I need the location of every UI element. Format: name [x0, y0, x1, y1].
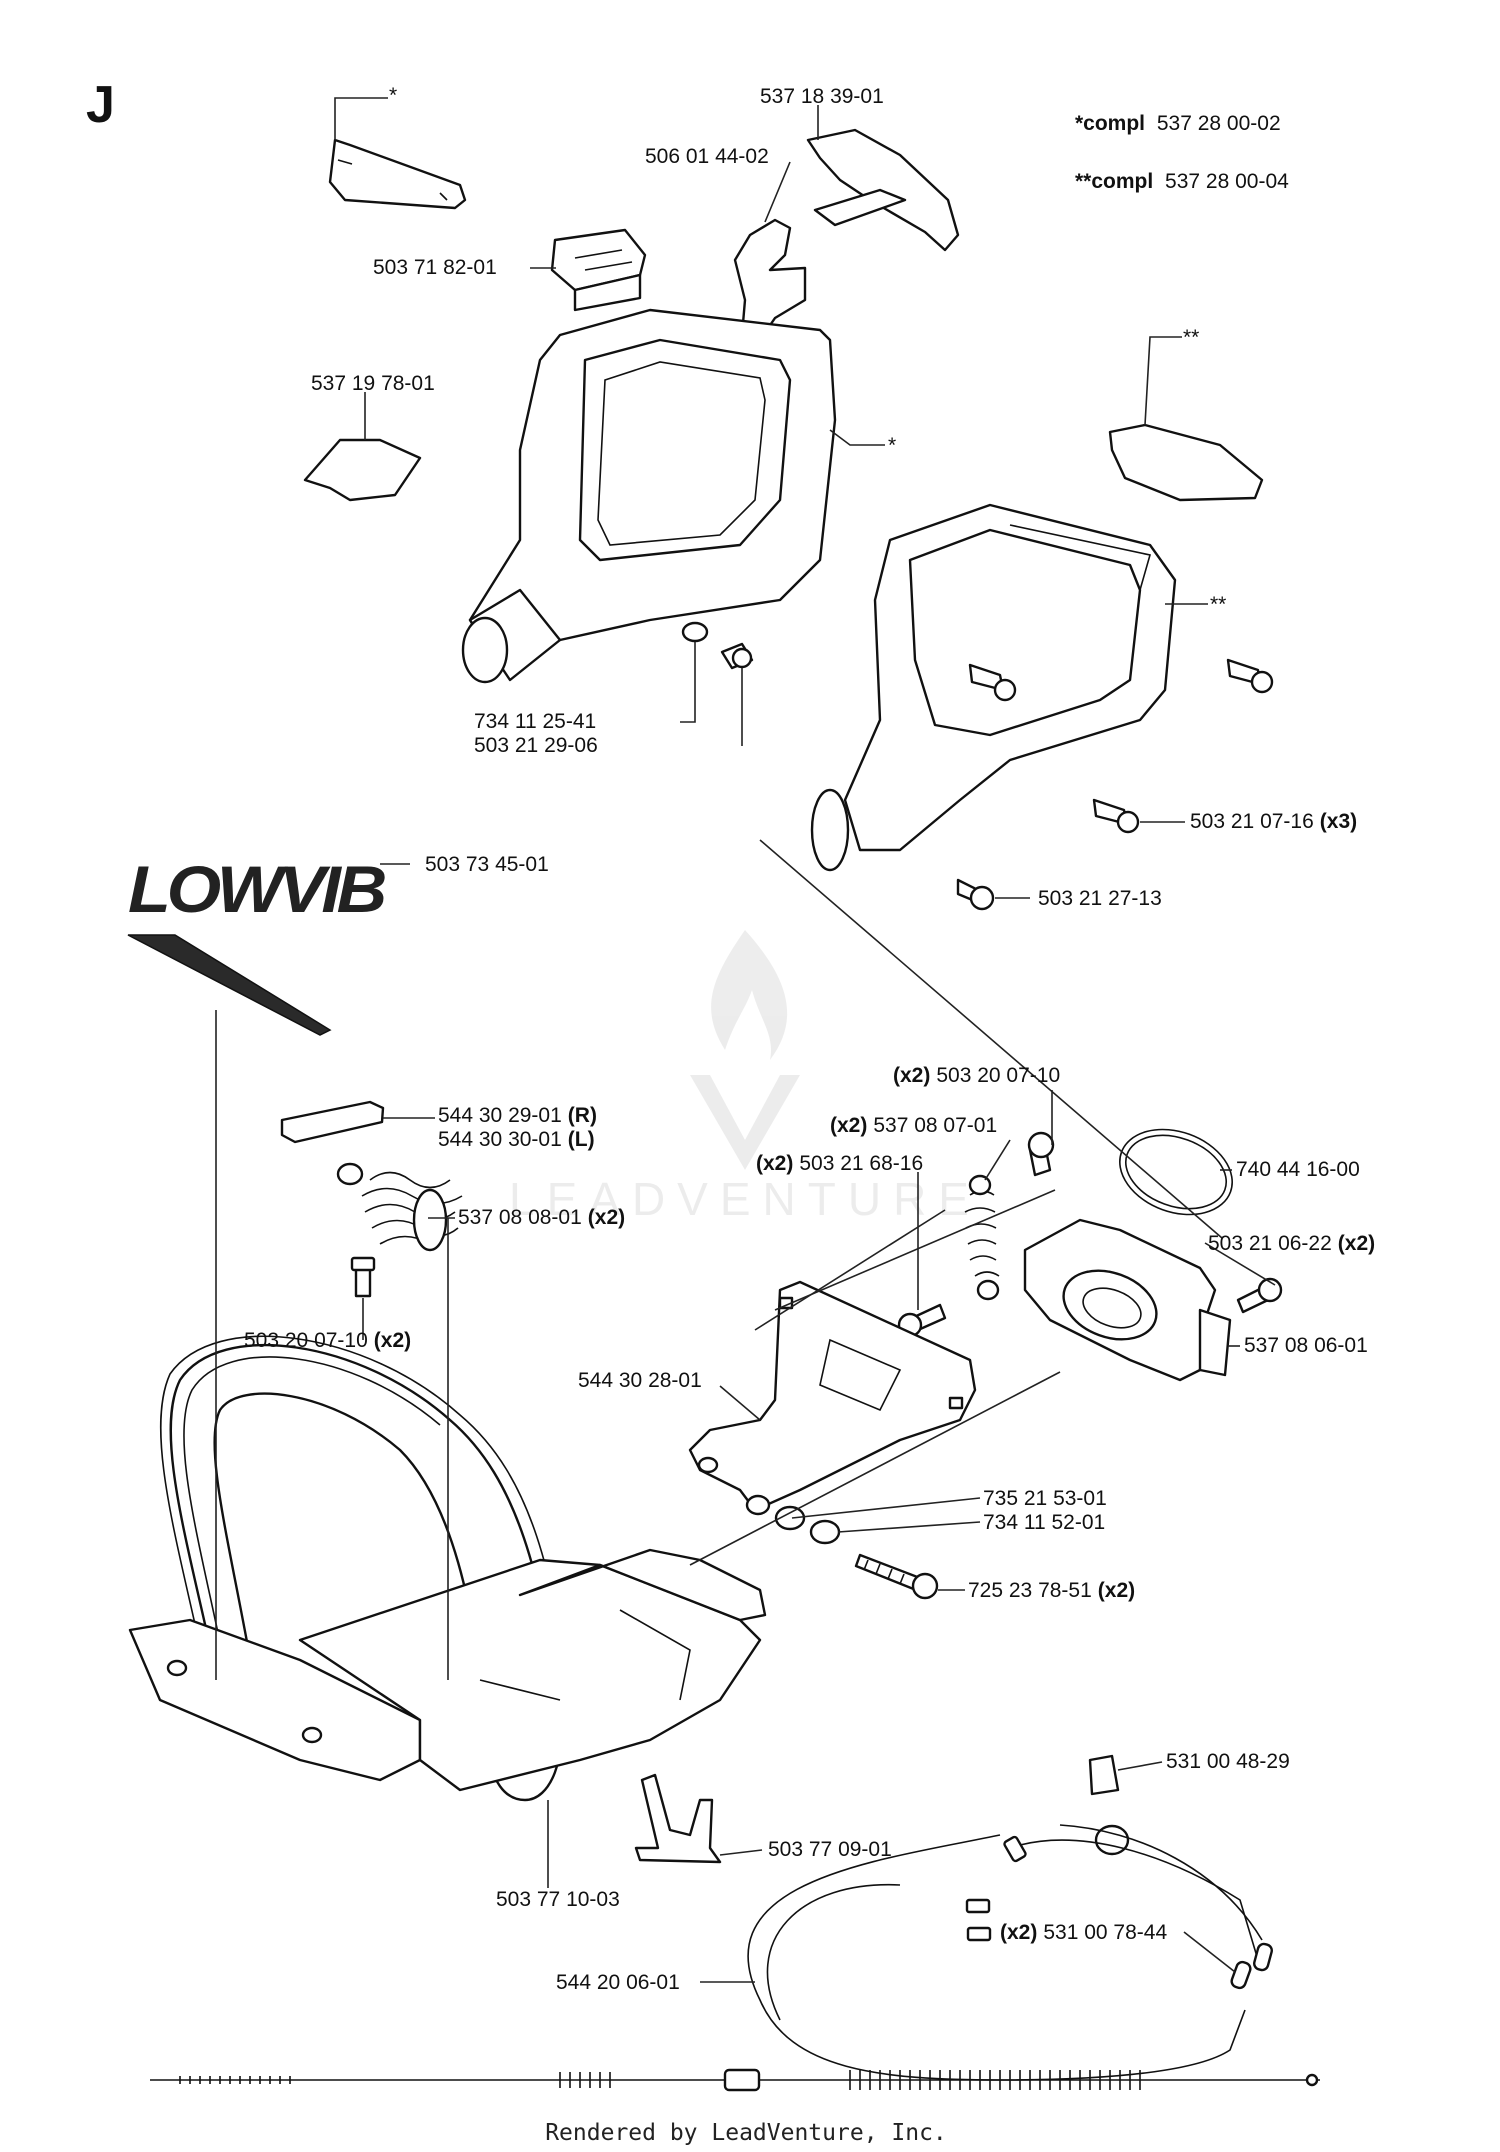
callout-734112541: 734 11 25-41	[474, 710, 596, 733]
washer-734115201-part	[809, 1519, 841, 1545]
handle-base-frame-part	[128, 1548, 767, 1792]
callout-dstar-2: **	[1210, 593, 1226, 616]
callout-537080601: 537 08 06-01	[1244, 1334, 1368, 1357]
throttle-lever-part	[733, 218, 807, 342]
callout-503216816: (x2)503 21 68-16	[756, 1152, 923, 1175]
front-handle-housing-part	[810, 503, 1177, 872]
watermark-v-icon	[690, 1075, 800, 1170]
spring-537080701-part	[964, 1174, 1000, 1301]
grip-insert-part	[303, 438, 422, 502]
kit-note-1-mark: *compl	[1075, 112, 1145, 135]
callout-531004829: 531 00 48-29	[1166, 1750, 1290, 1773]
callout-537080701: (x2)537 08 07-01	[830, 1114, 997, 1137]
part-labels: * 537 18 39-01 506 01 44-02 503 71 82-01…	[244, 84, 1375, 1994]
screw-503212713-part	[956, 878, 995, 911]
screw-503200710-upper-part	[1027, 1131, 1055, 1177]
callout-star-1: *	[389, 84, 397, 107]
screw-503210716-a-part	[968, 663, 1017, 702]
callout-503212713: 503 21 27-13	[1038, 887, 1162, 910]
lowvib-decal-text: LOWVIB	[128, 852, 385, 926]
cable-holder-part	[1088, 1754, 1120, 1796]
spring-537080801-part	[336, 1162, 463, 1252]
callout-537080801: 537 08 08-01(x2)	[458, 1206, 625, 1229]
screw-503210622-part	[1236, 1277, 1283, 1314]
rear-handle-housing-part	[461, 308, 837, 684]
callout-740441600: 740 44 16-00	[1236, 1158, 1360, 1181]
front-handle-bar-part	[159, 1335, 573, 1802]
screw-503210716-b-part	[1226, 658, 1274, 694]
callout-503200710a: (x2)503 20 07-10	[893, 1064, 1060, 1087]
callout-dstar-1: **	[1183, 326, 1199, 349]
o-ring-part	[1119, 1128, 1233, 1216]
lowvib-decal-part: LOWVIB	[127, 852, 389, 1036]
handle-cover-left-part	[328, 138, 467, 210]
leader-lines	[215, 97, 1276, 1983]
handle-cover-right-part	[1108, 423, 1264, 502]
callout-537197801: 537 19 78-01	[311, 372, 435, 395]
callout-544302801: 544 30 28-01	[578, 1369, 702, 1392]
callout-735215301: 735 21 53-01	[983, 1487, 1107, 1510]
kit-note-1: *compl 537 28 00-02	[1075, 112, 1281, 135]
callout-734115201: 734 11 52-01	[983, 1511, 1105, 1534]
cable-clip-part	[634, 1773, 722, 1864]
stop-switch-part	[550, 228, 647, 312]
callout-503212906: 503 21 29-06	[474, 734, 598, 757]
screw-503210716-c-part	[1092, 798, 1140, 834]
watermark-text: LEADVENTURE	[509, 1173, 981, 1225]
callout-503200710b: 503 20 07-10(x2)	[244, 1329, 411, 1352]
callout-537183901: 537 18 39-01	[760, 85, 884, 108]
callout-544200601: 544 20 06-01	[556, 1971, 680, 1994]
callout-503734501: 503 73 45-01	[425, 853, 549, 876]
callout-506014402: 506 01 44-02	[645, 145, 769, 168]
kit-note-2-number: 537 28 00-04	[1165, 170, 1289, 193]
section-letter: J	[86, 76, 115, 134]
callout-503771003: 503 77 10-03	[496, 1888, 620, 1911]
callout-544302901: 544 30 29-01(R)	[438, 1104, 597, 1127]
spring-bracket-part	[280, 1100, 385, 1144]
kit-note-2-mark: **compl	[1075, 170, 1153, 193]
callout-503718201: 503 71 82-01	[373, 256, 497, 279]
screw-503212906-part	[720, 642, 754, 670]
washer-735215301-part	[745, 1494, 806, 1531]
washer-734112541-part	[681, 621, 709, 643]
callout-503210622: 503 21 06-22(x2)	[1208, 1232, 1375, 1255]
callout-star-2: *	[888, 434, 896, 457]
throttle-cable-assembly-part	[150, 1824, 1320, 2092]
footer-credit: Rendered by LeadVenture, Inc.	[545, 2120, 947, 2146]
bolt-725237851-part	[854, 1553, 939, 1600]
kit-note-2: **compl 537 28 00-04	[1075, 170, 1289, 193]
damper-housing-part	[1023, 1218, 1232, 1382]
callout-544303001: 544 30 30-01(L)	[438, 1128, 595, 1151]
watermark: LEADVENTURE	[509, 930, 981, 1225]
callout-725237851: 725 23 78-51(x2)	[968, 1579, 1135, 1602]
screw-503200710-left-part	[350, 1256, 376, 1298]
watermark-flame-icon	[711, 930, 788, 1060]
callout-531007844: (x2)531 00 78-44	[1000, 1921, 1167, 1944]
callout-503210716: 503 21 07-16(x3)	[1190, 810, 1357, 833]
kit-note-1-number: 537 28 00-02	[1157, 112, 1281, 135]
callout-503770901: 503 77 09-01	[768, 1838, 892, 1861]
